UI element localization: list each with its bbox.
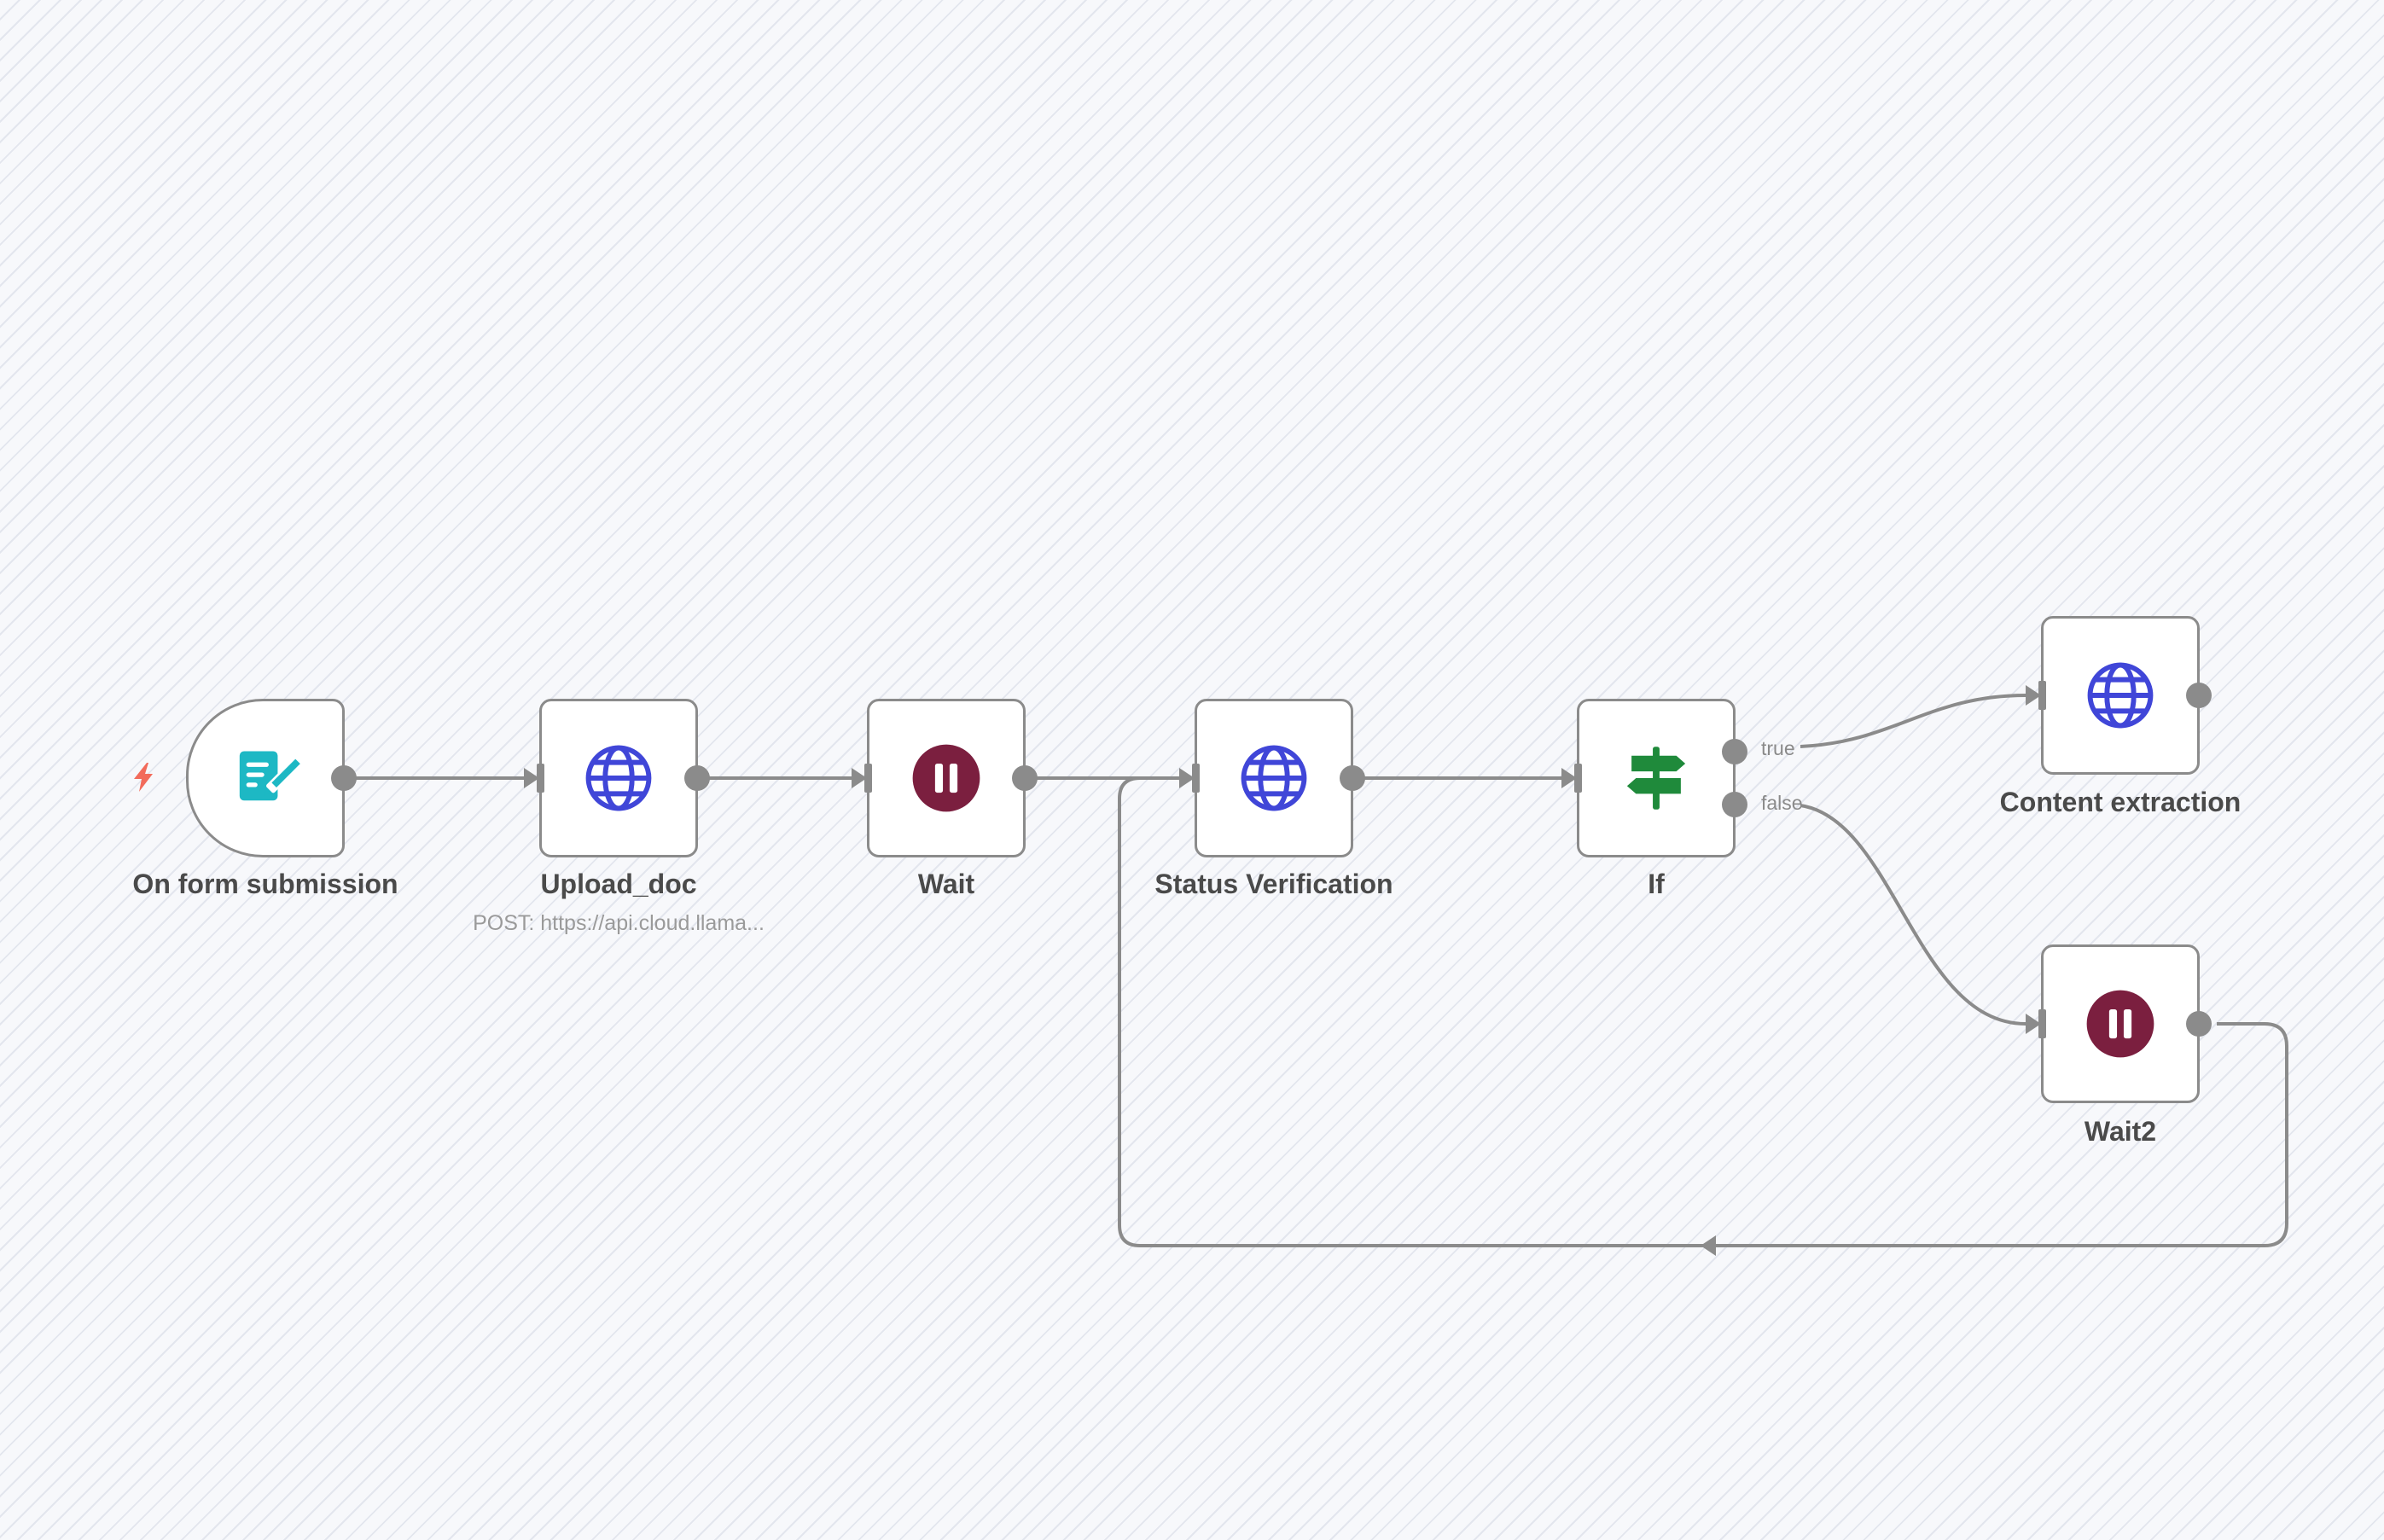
- node-label-on-form-submission: On form submission: [132, 869, 398, 899]
- node-wait[interactable]: [864, 699, 1038, 857]
- branch-label-true: true: [1761, 737, 1795, 759]
- node-label-content-extraction: Content extraction: [1999, 787, 2242, 817]
- pause-icon: [2085, 988, 2156, 1060]
- input-handle[interactable]: [1574, 764, 1582, 793]
- node-label-wait: Wait: [917, 869, 975, 899]
- trigger-bolt-icon: [134, 763, 153, 792]
- node-status-verification[interactable]: [1192, 699, 1365, 857]
- arrowhead: [1561, 768, 1577, 788]
- input-handle[interactable]: [864, 764, 872, 793]
- output-handle[interactable]: [1012, 765, 1038, 791]
- branch-label-false: false: [1761, 792, 1803, 814]
- output-handle[interactable]: [1340, 765, 1365, 791]
- arrowhead: [1701, 1235, 1716, 1256]
- node-on-form-submission[interactable]: [186, 699, 357, 857]
- node-upload-doc[interactable]: [537, 699, 710, 857]
- output-handle[interactable]: [684, 765, 710, 791]
- output-handle-false[interactable]: [1722, 791, 1747, 817]
- input-handle[interactable]: [2038, 1009, 2046, 1038]
- node-label-upload-doc: Upload_doc: [540, 869, 697, 899]
- signpost-icon: [1620, 742, 1692, 814]
- input-handle[interactable]: [2038, 681, 2046, 710]
- arrowhead: [1179, 768, 1195, 788]
- form-pencil-icon: [230, 742, 301, 814]
- globe-icon: [2085, 660, 2156, 731]
- arrowhead: [2026, 1014, 2041, 1034]
- node-label-status-verification: Status Verification: [1154, 869, 1393, 899]
- output-handle-true[interactable]: [1722, 739, 1747, 765]
- output-handle[interactable]: [2186, 1011, 2212, 1037]
- globe-icon: [1238, 742, 1310, 814]
- arrowhead: [524, 768, 539, 788]
- input-handle[interactable]: [537, 764, 544, 793]
- input-handle[interactable]: [1192, 764, 1200, 793]
- node-wait2[interactable]: [2038, 944, 2212, 1103]
- arrowhead: [2026, 685, 2041, 706]
- node-label-wait2: Wait2: [2084, 1116, 2157, 1147]
- output-handle[interactable]: [331, 765, 357, 791]
- node-subtitle-upload-doc: POST: https://api.cloud.llama...: [473, 911, 765, 935]
- node-label-if: If: [1648, 869, 1665, 899]
- edge-if-true-extract[interactable]: [1800, 694, 2026, 748]
- pause-icon: [910, 742, 982, 814]
- arrowhead: [852, 768, 867, 788]
- globe-icon: [583, 742, 654, 814]
- output-handle[interactable]: [2186, 683, 2212, 708]
- edge-if-false-wait2[interactable]: [1800, 804, 2026, 1026]
- node-content-extraction[interactable]: [2038, 616, 2212, 775]
- node-if[interactable]: [1574, 699, 1747, 857]
